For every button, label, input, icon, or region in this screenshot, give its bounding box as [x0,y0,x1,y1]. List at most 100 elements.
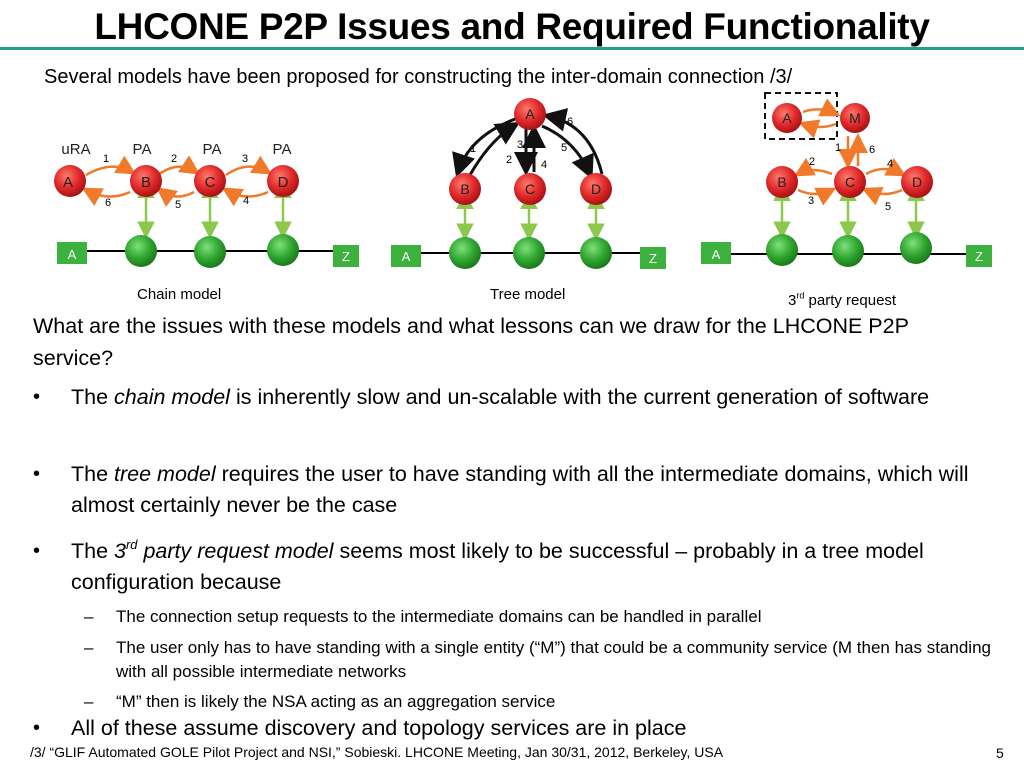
third-node-m [840,103,870,133]
bullet-marker: • [33,717,41,739]
third-node-d [901,166,933,198]
tree-node-c [514,173,546,205]
chain-step-2: 2 [171,153,177,165]
chain-step-1: 1 [103,153,109,165]
third-node-m-label: M [849,110,861,126]
tree-model-caption: Tree model [490,286,566,303]
chain-step-3: 3 [242,153,248,165]
sub-bullet-marker: – [84,692,94,711]
question-text: What are the issues with these models an… [33,314,909,370]
third-switch-3 [900,232,932,264]
third-node-b [766,166,798,198]
chain-step-4: 4 [243,195,249,207]
tree-step-2: 2 [506,154,512,166]
bullet-text-post: requires the user to have standing with … [71,462,969,517]
tree-node-b-label: B [460,181,469,197]
chain-step-6: 6 [105,197,111,209]
chain-node-a-label: A [63,174,73,191]
bullet-text-post: seems most likely to be successful – pro… [71,539,924,594]
bullet-text-emphasis: 3rd party request model [114,536,334,563]
bullet-text-post: is inherently slow and un-scalable with … [229,385,930,409]
endpoint-a-label: A [68,247,77,262]
bullet-text-pre: The [71,385,115,409]
sub-bullet-text: “M” then is likely the NSA acting as an … [116,692,556,711]
chain-switch-1 [125,235,157,267]
role-pa-2: PA [203,141,222,158]
sub-bullet-text: The connection setup requests to the int… [116,607,762,626]
third-node-d-label: D [912,174,922,190]
caption-suffix: rd [796,290,805,301]
third-switch-2 [832,235,864,267]
chain-node-a [54,165,86,197]
tree-node-a [514,98,546,130]
tree-node-a-label: A [525,106,535,122]
chain-node-b [130,165,162,197]
third-step-3: 3 [808,195,814,207]
tree-step-6: 6 [567,116,573,128]
emphasis-suffix: rd [126,536,138,552]
tree-step-5: 5 [561,142,567,154]
third-node-c [834,166,866,198]
chain-node-c-label: C [205,174,216,191]
tree-step-4: 4 [541,159,547,171]
tree-switch-1 [449,237,481,269]
endpoint-z-box [966,245,992,267]
endpoint-z-label: Z [342,249,350,264]
third-node-a [772,103,802,133]
chain-node-c [194,165,226,197]
tree-node-c-label: C [525,181,535,197]
bullet-marker: • [33,386,41,408]
caption-text: party request [804,292,897,309]
role-pa-3: PA [273,141,292,158]
endpoint-z-label: Z [649,251,657,266]
endpoint-a-box [701,242,731,264]
third-step-4: 4 [887,158,893,170]
tree-switch-3 [580,237,612,269]
bullet-marker: • [33,463,41,485]
tree-switch-2 [513,237,545,269]
endpoint-a-box [57,242,87,264]
bullet-text-emphasis: chain model [114,385,230,409]
chain-step-5: 5 [175,199,181,211]
chain-switch-2 [194,236,226,268]
endpoint-z-box [333,245,359,267]
role-ura: uRA [61,141,90,158]
tree-node-d-label: D [591,181,601,197]
emphasis-number: 3 [114,539,126,563]
page-number: 5 [996,745,1004,761]
endpoint-a-label: A [402,249,411,264]
bullet-text-pre: The [71,462,115,486]
endpoint-z-box [640,247,666,269]
sub-bullet-text: The user only has to have standing with … [116,638,991,681]
third-party-model-caption: 3rd party request [788,290,897,309]
emphasis-text: party request model [137,539,334,563]
endpoint-z-label: Z [975,249,983,264]
third-node-a-label: A [782,110,792,126]
slide-subtitle: Several models have been proposed for co… [44,66,793,88]
chain-node-d-label: D [278,174,289,191]
tree-step-1: 1 [470,143,476,155]
chain-model-caption: Chain model [137,286,222,303]
third-step-6: 6 [869,144,875,156]
models-diagram: A Z A B C D uRA PA PA PA 1 2 3 [54,92,992,269]
footer-reference: /3/ “GLIF Automated GOLE Pilot Project a… [30,744,724,760]
bullet-marker: • [33,540,41,562]
third-step-2: 2 [809,156,815,168]
slide-title: LHCONE P2P Issues and Required Functiona… [94,6,930,47]
chain-model: A Z A B C D uRA PA PA PA 1 2 3 [54,141,359,268]
third-node-c-label: C [845,174,855,190]
chain-node-b-label: B [141,174,151,191]
bullet-text-pre: The [71,539,115,563]
third-node-b-label: B [777,174,786,190]
third-switch-1 [766,234,798,266]
third-step-1: 1 [835,142,841,154]
third-party-model: A Z A M B C D 1 2 3 4 5 6 [701,92,992,267]
role-pa-1: PA [133,141,152,158]
endpoint-a-label: A [712,247,721,262]
chain-node-d [267,165,299,197]
third-step-5: 5 [885,201,891,213]
endpoint-a-box [391,245,421,267]
chain-switch-3 [267,234,299,266]
caption-number: 3 [788,292,797,309]
bullet-text: All of these assume discovery and topolo… [71,716,687,740]
